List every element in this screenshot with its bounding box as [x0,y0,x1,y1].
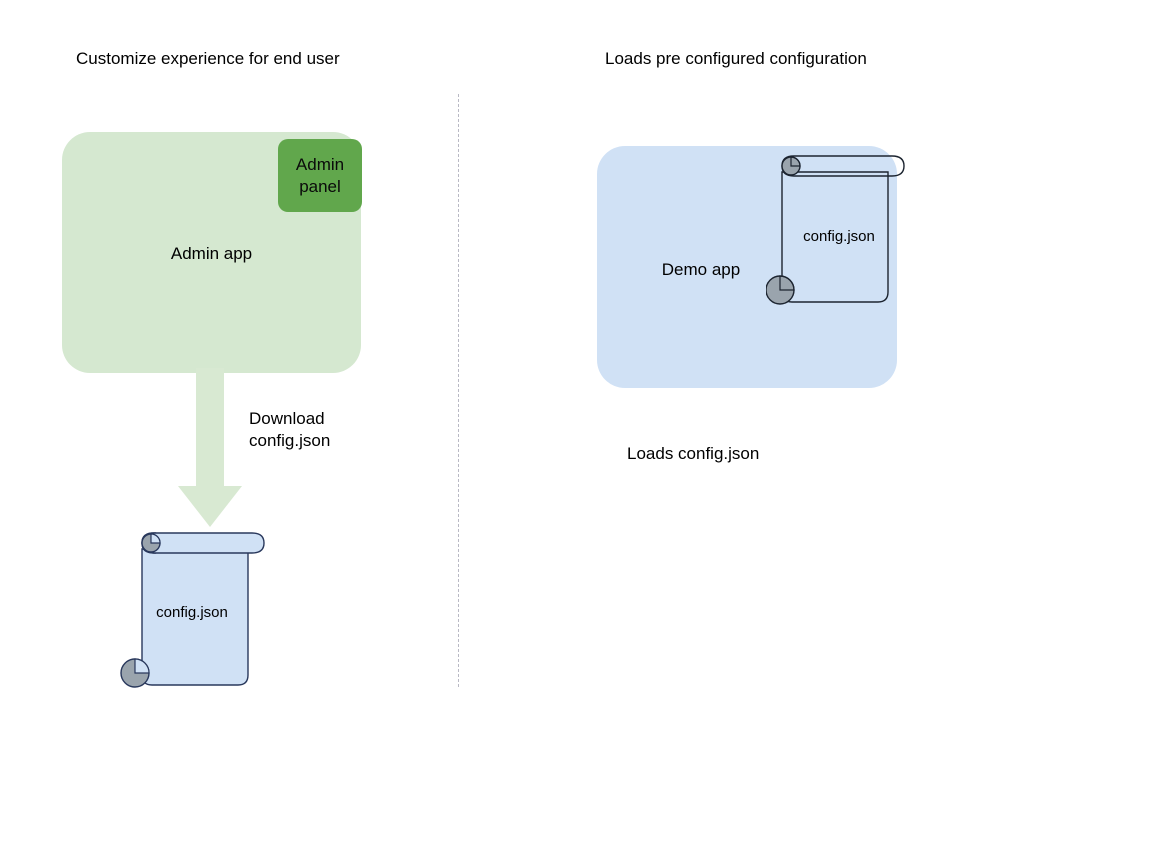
admin-app-label: Admin app [170,244,253,263]
config-json-label-left: config.json [156,604,228,621]
admin-panel-chip[interactable]: Admin panel [278,139,362,212]
config-json-document-right[interactable] [766,150,916,310]
download-arrow-icon [178,368,242,527]
panel-divider [458,94,459,687]
loads-config-caption: Loads config.json [627,444,760,463]
config-json-document-left[interactable] [118,525,268,693]
config-json-label-right: config.json [803,228,875,245]
download-arrow-label: Download config.json [249,409,331,450]
left-panel-title: Customize experience for end user [76,49,340,68]
demo-app-label: Demo app [661,260,741,279]
demo-app-box[interactable]: Demo app [597,146,897,388]
right-panel-title: Loads pre configured configuration [605,49,867,68]
